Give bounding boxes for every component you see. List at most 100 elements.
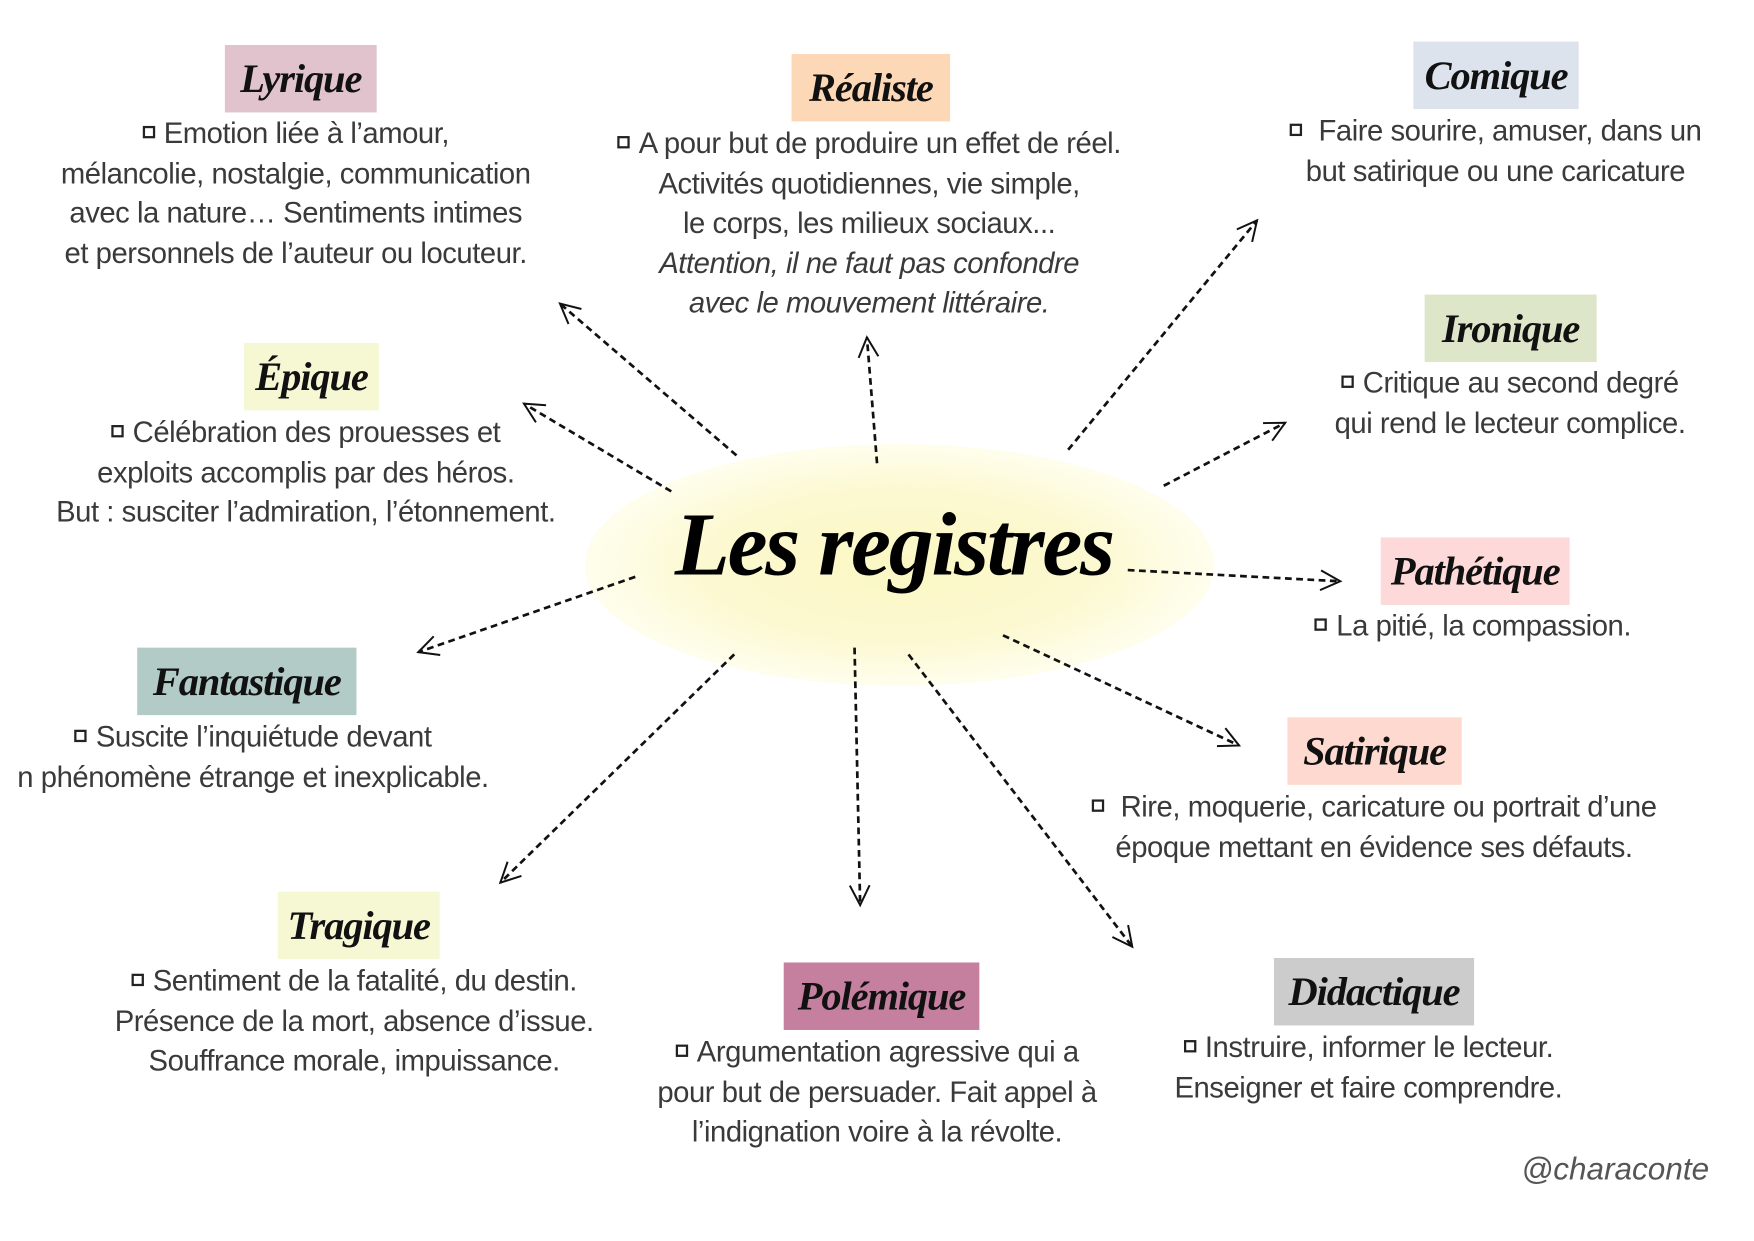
description-text: Enseigner et faire comprendre. <box>1174 1069 1563 1104</box>
description-text: Attention, il ne faut pas confondre <box>659 245 1080 280</box>
square-bullet-icon <box>1341 375 1354 388</box>
description-text: Présence de la mort, absence d’issue. <box>114 1003 594 1038</box>
description-text: La pitié, la compassion. <box>1336 608 1631 643</box>
description-line: but satirique ou une caricature <box>1046 151 1754 191</box>
description-line: Emotion liée à l’amour, <box>0 114 745 154</box>
description-line: Activités quotidiennes, vie simple, <box>419 164 1319 204</box>
description-text: qui rend le lecteur complice. <box>1334 405 1686 440</box>
description-line: Instruire, informer le lecteur. <box>919 1028 1754 1068</box>
arrow-to-lyrique <box>558 302 738 457</box>
description-text: Célébration des prouesses et <box>132 414 501 449</box>
label-satirique: Satirique <box>1287 717 1462 785</box>
square-bullet-icon <box>1289 123 1302 137</box>
description-text: Souffrance morale, impuissance. <box>148 1043 561 1078</box>
arrow-to-fantastique <box>416 575 636 656</box>
description-text: Instruire, informer le lecteur. <box>1204 1029 1554 1064</box>
arrow-to-realiste <box>857 335 880 464</box>
label-lyrique: Lyrique <box>224 44 377 113</box>
label-realiste: Réaliste <box>791 53 951 122</box>
description-line: Sentiment de la fatalité, du destin. <box>0 961 804 1001</box>
square-bullet-icon <box>675 1044 688 1057</box>
square-bullet-icon <box>74 729 87 743</box>
description-text: Critique au second degré <box>1362 365 1679 400</box>
description-line: pour but de persuader. Fait appel à <box>427 1072 1327 1112</box>
arrow-to-epique <box>522 402 672 493</box>
description-text: exploits accomplis par des héros. <box>97 454 515 489</box>
description-text: avec le mouvement littéraire. <box>688 285 1050 320</box>
description-text: époque mettant en évidence ses défauts. <box>1115 829 1633 863</box>
square-bullet-icon <box>617 136 630 149</box>
label-fantastique: Fantastique <box>137 647 357 716</box>
square-bullet-icon <box>142 125 155 139</box>
description-realiste: A pour but de produire un effet de réel.… <box>419 124 1319 324</box>
description-text: le corps, les milieux sociaux... <box>683 205 1056 240</box>
description-line: exploits accomplis par des héros. <box>0 453 756 493</box>
description-epique: Célébration des prouesses et exploits acc… <box>0 413 756 533</box>
description-text: mélancolie, nostalgie, communication <box>60 155 531 190</box>
description-line: Argumentation agressive qui a <box>427 1032 1327 1072</box>
description-text: but satirique ou une caricature <box>1305 153 1686 188</box>
description-text: Sentiment de la fatalité, du destin. <box>152 963 578 998</box>
description-text: l’indignation voire à la révolte. <box>691 1114 1063 1149</box>
description-line: But : susciter l’admiration, l’étonnemen… <box>0 492 756 532</box>
label-polemique: Polémique <box>783 962 980 1030</box>
description-text: avec la nature… Sentiments intimes <box>69 195 523 230</box>
description-line: le corps, les milieux sociaux... <box>419 204 1319 244</box>
description-line: l’indignation voire à la révolte. <box>427 1112 1327 1152</box>
description-pathetique: La pitié, la compassion. <box>1023 606 1754 646</box>
square-bullet-icon <box>1091 799 1104 812</box>
description-line: avec le mouvement littéraire. <box>419 283 1319 323</box>
description-line: avec la nature… Sentiments intimes <box>0 193 745 233</box>
label-tragique: Tragique <box>277 891 440 960</box>
description-line: Célébration des prouesses et <box>0 413 756 453</box>
label-comique: Comique <box>1413 41 1579 110</box>
arrow-to-pathetique <box>1127 568 1343 592</box>
central-title: Les registres <box>674 495 1115 595</box>
label-didactique: Didactique <box>1273 957 1475 1026</box>
description-line: Souffrance morale, impuissance. <box>0 1041 804 1081</box>
description-line: époque mettant en évidence ses défauts. <box>924 827 1754 867</box>
description-text: But : susciter l’admiration, l’étonnemen… <box>56 494 556 529</box>
description-line: A pour but de produire un effet de réel. <box>419 124 1319 164</box>
square-bullet-icon <box>131 973 144 987</box>
description-text: Rire, moquerie, caricature ou portrait d… <box>1112 789 1657 824</box>
description-satirique: Rire, moquerie, caricature ou portrait d… <box>924 787 1754 867</box>
description-lyrique: Emotion liée à l’amour, mélancolie, nosta… <box>0 114 745 274</box>
square-bullet-icon <box>1314 618 1328 631</box>
description-text: et personnels de l’auteur ou locuteur. <box>64 235 528 270</box>
description-line: Présence de la mort, absence d’issue. <box>0 1001 804 1041</box>
arrow-to-comique <box>1067 218 1259 451</box>
square-bullet-icon <box>111 425 124 438</box>
description-ironique: Critique au second degré qui rend le lect… <box>1060 363 1754 443</box>
description-line: Suscite l’inquiétude devant <box>0 717 703 757</box>
description-line: qui rend le lecteur complice. <box>1060 403 1754 443</box>
arrow-to-tragique <box>498 653 736 885</box>
description-line: n phénomène étrange et inexplicable. <box>0 757 703 797</box>
description-text: n phénomène étrange et inexplicable. <box>17 759 489 794</box>
arrow-to-ironique <box>1163 421 1288 487</box>
yellow-watercolor-blob <box>584 444 1215 686</box>
description-line: Enseigner et faire comprendre. <box>919 1068 1754 1108</box>
description-text: Activités quotidiennes, vie simple, <box>658 165 1080 200</box>
description-text: Argumentation agressive qui a <box>696 1034 1079 1069</box>
arrow-to-satirique <box>1002 634 1242 748</box>
description-line: et personnels de l’auteur ou locuteur. <box>0 233 745 273</box>
description-line: Critique au second degré <box>1060 363 1754 403</box>
description-line: mélancolie, nostalgie, communication <box>0 153 745 193</box>
description-fantastique: Suscite l’inquiétude devant n phénomène é… <box>0 717 703 797</box>
description-line: La pitié, la compassion. <box>1023 606 1754 646</box>
description-text: Emotion liée à l’amour, <box>163 115 450 150</box>
square-bullet-icon <box>1183 1040 1196 1053</box>
description-line: Attention, il ne faut pas confondre <box>419 243 1319 283</box>
description-line: Rire, moquerie, caricature ou portrait d… <box>924 787 1754 827</box>
description-text: A pour but de produire un effet de réel. <box>638 125 1122 160</box>
label-pathetique: Pathétique <box>1380 537 1570 605</box>
description-tragique: Sentiment de la fatalité, du destin. Prés… <box>0 961 804 1081</box>
description-text: Suscite l’inquiétude devant <box>95 719 432 754</box>
arrow-to-polemique <box>848 647 871 908</box>
label-epique: Épique <box>243 342 379 411</box>
